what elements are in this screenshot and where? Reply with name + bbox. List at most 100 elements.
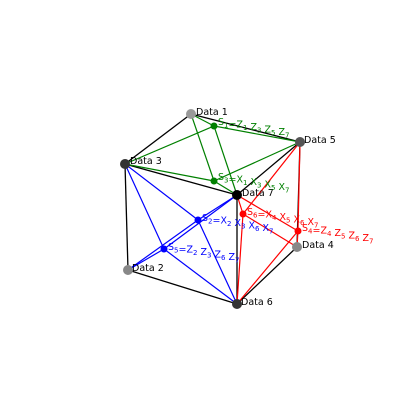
subscript: 4	[327, 230, 332, 238]
node-s1	[210, 122, 218, 130]
subscript: 7	[314, 222, 318, 230]
green-line-s3-data3	[124, 163, 215, 182]
label-text: Z	[349, 231, 356, 242]
label-text: Z	[200, 247, 207, 258]
green-line-s1-data3	[124, 125, 215, 165]
stabilizer-labels: S1=Z1 Z3 Z5 Z7 S3=X1 X3 X5 X7 S2=X2 X3 X…	[168, 117, 374, 265]
label-text: =	[229, 175, 237, 186]
label-text: Z	[229, 252, 236, 263]
node-data3	[120, 159, 130, 169]
subscript: 3	[257, 182, 261, 190]
subscript: 5	[174, 247, 178, 255]
green-line-s1-data5	[213, 125, 301, 143]
red-line-s4-data6	[236, 230, 299, 305]
label-s2: S2=X2 X3 X6 X7	[202, 213, 274, 236]
green-line-s3-data5	[213, 141, 301, 182]
subscript: 6	[253, 212, 258, 220]
label-s6: S6=X4 X5 X6 X7	[247, 207, 319, 230]
node-data5	[295, 137, 305, 147]
label-text: S	[218, 117, 224, 128]
label-data6: Data 6	[241, 297, 273, 308]
label-text: X	[308, 217, 315, 228]
label-text: Z	[250, 122, 257, 133]
blue-line-s5-data2	[127, 248, 165, 271]
label-text: S	[247, 207, 253, 218]
label-text: X	[220, 216, 227, 227]
label-text: Z	[236, 120, 243, 131]
subscript: 7	[285, 132, 289, 140]
node-data2	[123, 265, 133, 275]
label-data5: Data 5	[304, 135, 336, 146]
subscript: 7	[235, 257, 239, 265]
label-text: S	[168, 242, 174, 253]
subscript: 6	[255, 225, 260, 233]
node-s3	[210, 177, 218, 185]
edge-data6-data4	[236, 246, 298, 305]
label-text: =	[229, 120, 237, 131]
label-data3: Data 3	[130, 156, 162, 167]
subscript: 4	[308, 228, 313, 236]
label-text: X	[263, 223, 270, 234]
node-data1	[186, 109, 196, 119]
node-s4	[294, 227, 302, 235]
label-text: X	[265, 180, 272, 191]
label-text: S	[218, 172, 224, 183]
subscript: 7	[369, 238, 373, 246]
label-text: =	[258, 210, 266, 221]
label-data1: Data 1	[196, 107, 228, 118]
subscript: 4	[272, 214, 277, 222]
blue-line-s2-data6	[197, 219, 238, 305]
label-text: Z	[186, 245, 193, 256]
blue-line-s5-data3	[124, 163, 165, 250]
label-text: Z	[215, 250, 222, 261]
label-data7: Data 7	[242, 188, 274, 199]
data-nodes	[120, 109, 305, 309]
node-data7	[232, 190, 242, 200]
label-text: =	[313, 226, 321, 237]
label-text: X	[279, 212, 286, 223]
label-text: =	[213, 216, 221, 227]
subscript: 5	[271, 184, 275, 192]
edge-data1-data3	[124, 113, 192, 165]
blue-line-s5-data6	[163, 248, 238, 305]
label-text: X	[265, 210, 272, 221]
red-line-s6-data5	[242, 141, 301, 215]
subscript: 7	[269, 228, 273, 236]
node-s2	[194, 216, 202, 224]
green-line-s3-data1	[190, 113, 215, 182]
subscript: 3	[224, 177, 228, 185]
label-text: Z	[320, 226, 327, 237]
subscript: 1	[224, 122, 228, 130]
cube-edges	[124, 113, 301, 305]
subscript: 6	[221, 254, 226, 262]
data-labels: Data 1 Data 3 Data 5 Data 7 Data 2 Data …	[130, 107, 336, 308]
edge-data2-data6	[127, 269, 238, 305]
red-line-s4-data7	[236, 194, 299, 232]
label-text: X	[294, 215, 301, 226]
subscript: 1	[243, 124, 247, 132]
red-line-s6-data4	[242, 213, 298, 248]
node-data4	[292, 242, 302, 252]
subscript: 2	[227, 220, 231, 228]
subscript: 2	[208, 218, 212, 226]
red-line-s6-data6	[236, 213, 244, 305]
blue-line-s2-data3	[124, 163, 199, 221]
node-s6	[239, 210, 247, 218]
label-text: X	[279, 182, 286, 193]
subscript: 1	[243, 179, 247, 187]
label-text: Z	[363, 233, 370, 244]
edge-data1-data5	[190, 113, 301, 143]
subscript: 5	[286, 217, 290, 225]
label-text: S	[202, 213, 208, 224]
label-data2: Data 2	[132, 263, 164, 274]
label-text: X	[236, 175, 243, 186]
label-text: Z	[265, 125, 272, 136]
edge-data3-data2	[124, 163, 129, 271]
subscript: 5	[341, 233, 345, 241]
label-text: =	[179, 245, 187, 256]
label-text: X	[250, 177, 257, 188]
subscript: 2	[193, 249, 197, 257]
label-text: Z	[279, 127, 286, 138]
subscript: 5	[271, 129, 275, 137]
